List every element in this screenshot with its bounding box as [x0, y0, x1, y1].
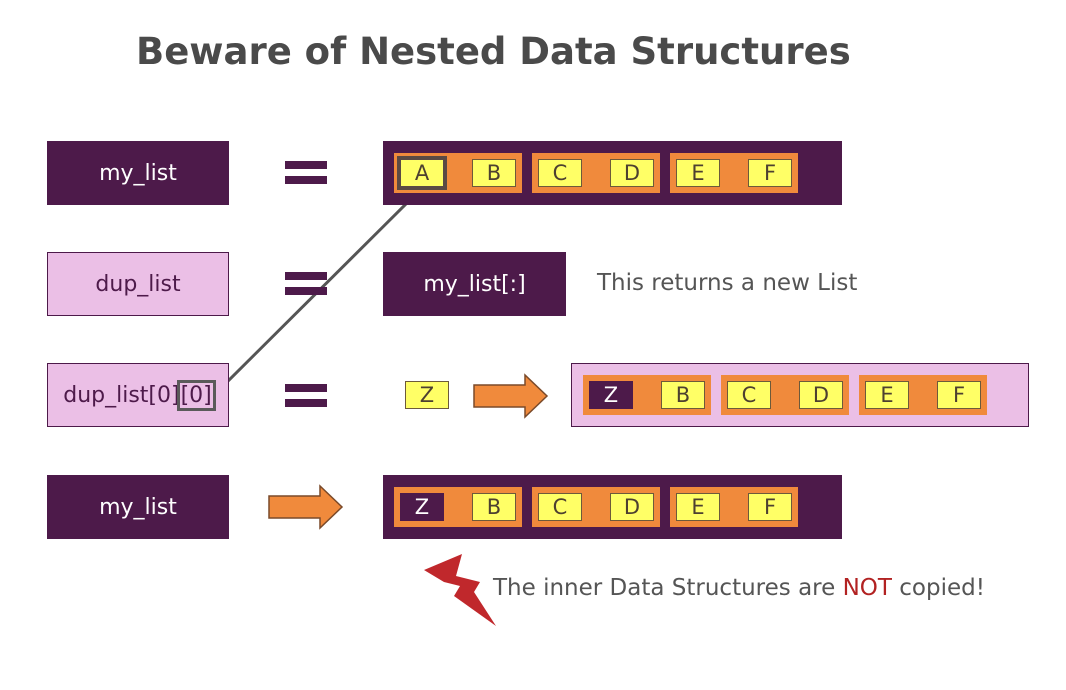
new-value-z: Z	[405, 381, 449, 409]
list-cell: F	[937, 381, 981, 409]
list-cell: A	[397, 156, 447, 190]
index-highlight: [0]	[176, 379, 216, 411]
slice-note: This returns a new List	[597, 270, 858, 296]
dup-list-label: dup_list	[47, 252, 229, 316]
list-cell: E	[676, 493, 720, 521]
list-cell: C	[538, 493, 582, 521]
list-cell: E	[676, 159, 720, 187]
equals-sign	[285, 161, 327, 185]
list-cell: D	[610, 159, 654, 187]
slice-expression: my_list[:]	[383, 252, 566, 316]
list-cell: Z	[400, 493, 444, 521]
list-cell: B	[661, 381, 705, 409]
list-cell: C	[538, 159, 582, 187]
equals-sign	[285, 272, 327, 296]
slide-title: Beware of Nested Data Structures	[136, 30, 851, 73]
emphasis-not: NOT	[842, 575, 892, 601]
footnote: The inner Data Structures are NOT copied…	[493, 575, 985, 601]
dup-list-index-label: dup_list[0][0]	[47, 363, 229, 427]
list-cell: D	[799, 381, 843, 409]
list-cell: B	[472, 159, 516, 187]
list-cell: C	[727, 381, 771, 409]
list-cell: D	[610, 493, 654, 521]
arrow-right-icon	[268, 484, 344, 530]
arrow-right-icon	[473, 373, 549, 419]
my-list-label-result: my_list	[47, 475, 229, 539]
list-cell: F	[748, 493, 792, 521]
lightning-bolt-icon	[424, 554, 496, 626]
list-cell: F	[748, 159, 792, 187]
list-cell: Z	[589, 381, 633, 409]
equals-sign	[285, 384, 327, 408]
my-list-label: my_list	[47, 141, 229, 205]
list-cell: E	[865, 381, 909, 409]
list-cell: B	[472, 493, 516, 521]
